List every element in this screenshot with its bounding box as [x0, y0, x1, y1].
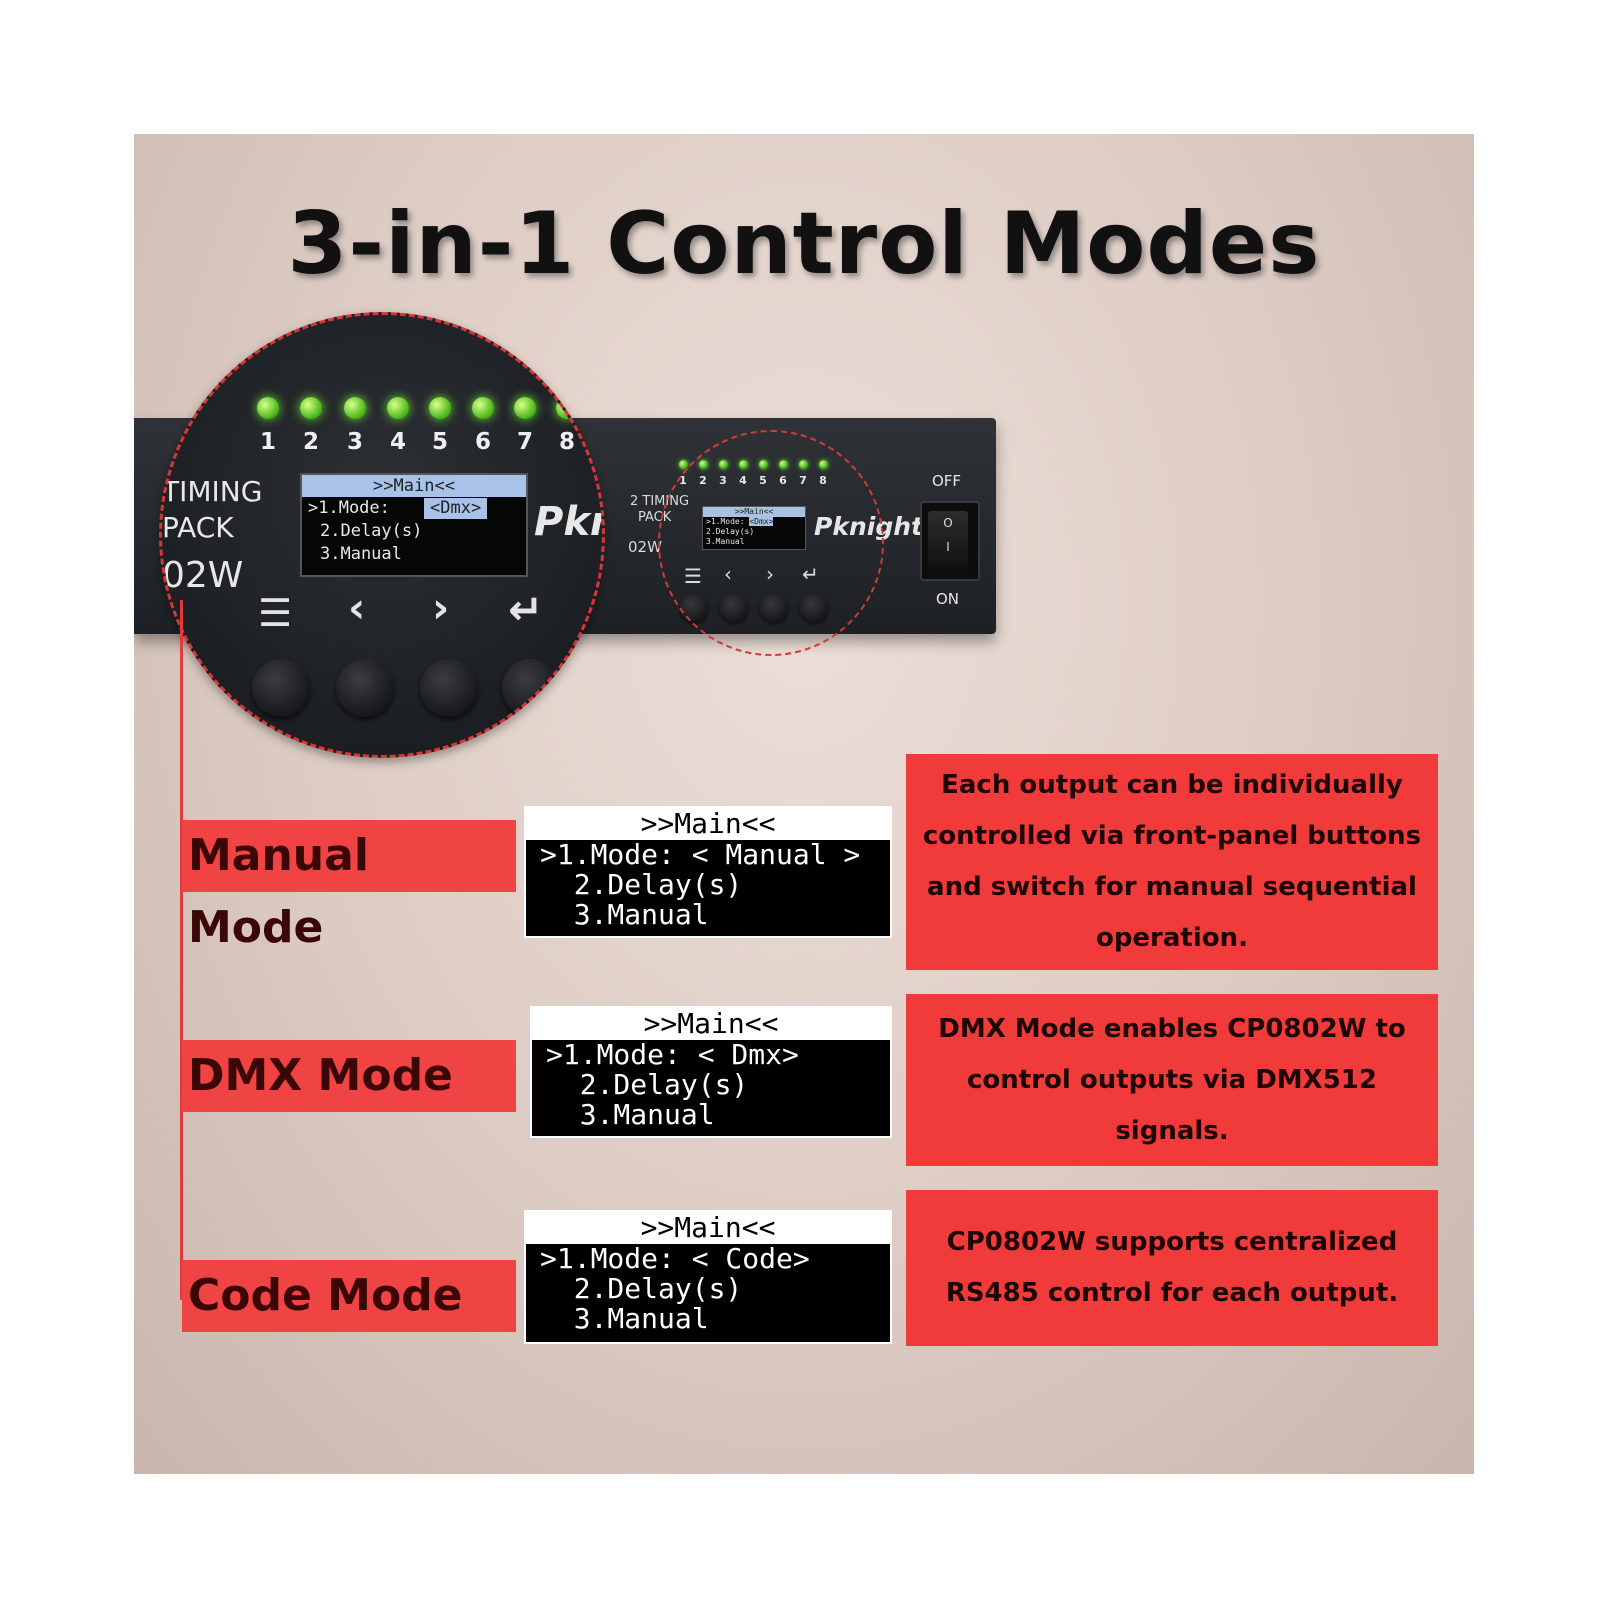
screen-line-manual: 3.Manual	[546, 1098, 715, 1131]
zoom-brand-logo: Pkn	[534, 499, 602, 545]
switch-off-label: OFF	[932, 472, 962, 490]
screen-line-delay: 2.Delay(s)	[546, 1068, 749, 1101]
screen-line-mode: >1.Mode: < Dmx>	[546, 1038, 799, 1071]
screen-header: >>Main<<	[532, 1008, 890, 1040]
product-panel: 3-in-1 Control Modes 2 TIMING PACK 02W 1…	[134, 134, 1474, 1474]
mode-description-dmx: DMX Mode enables CP0802W to control outp…	[906, 994, 1438, 1166]
led-indicator	[514, 397, 536, 419]
channel-number: 5	[431, 429, 448, 455]
mode-description-code: CP0802W supports centralized RS485 contr…	[906, 1190, 1438, 1346]
mode-label-dmx: DMX Mode	[182, 1040, 516, 1112]
power-switch-rocker[interactable]: O I	[928, 511, 968, 569]
mode-description-manual: Each output can be individually controll…	[906, 754, 1438, 970]
led-indicator	[344, 397, 366, 419]
screen-line-manual: 3.Manual	[540, 1302, 709, 1335]
screen-line-delay: 2.Delay(s)	[540, 1272, 743, 1305]
highlight-circle	[658, 430, 884, 656]
zoom-label-line2: PACK	[162, 511, 234, 544]
screen-line-mode: >1.Mode: <Dmx>	[302, 497, 526, 520]
mode-screen-code: >>Main<< >1.Mode: < Code> 2.Delay(s) 3.M…	[524, 1210, 892, 1344]
power-switch[interactable]: O I	[920, 501, 980, 581]
device-model-suffix: 02W	[628, 538, 662, 556]
chevron-right-icon: ›	[432, 583, 450, 632]
mode-label-manual: Manual Mode	[182, 820, 516, 953]
channel-number: 8	[558, 429, 575, 455]
mode-screen-dmx: >>Main<< >1.Mode: < Dmx> 2.Delay(s) 3.Ma…	[530, 1006, 892, 1138]
screen-header: >>Main<<	[526, 808, 890, 840]
screen-line-delay: 2.Delay(s)	[540, 868, 743, 901]
zoom-callout: 1 2 3 4 5 6 7 8 TIMING PACK 02W >>Main<<…	[159, 312, 605, 758]
left-button[interactable]	[336, 659, 394, 717]
zoom-oled-screen: >>Main<< >1.Mode: <Dmx> 2.Delay(s) 3.Man…	[300, 473, 528, 577]
connector-line	[180, 600, 183, 1300]
enter-icon: ↵	[508, 585, 544, 634]
led-indicator	[556, 397, 578, 419]
led-indicator	[387, 397, 409, 419]
screen-header: >>Main<<	[526, 1212, 890, 1244]
enter-button[interactable]	[502, 659, 560, 717]
switch-on-label: ON	[936, 590, 960, 608]
screen-line-mode: >1.Mode: < Code>	[540, 1242, 810, 1275]
channel-number: 7	[516, 429, 533, 455]
led-indicator	[300, 397, 322, 419]
chevron-left-icon: ‹	[348, 583, 366, 632]
screen-line-manual: 3.Manual	[320, 544, 402, 564]
screen-line-manual: 3.Manual	[540, 898, 709, 931]
led-indicator	[429, 397, 451, 419]
channel-number: 2	[302, 429, 319, 455]
channel-number: 4	[389, 429, 406, 455]
screen-line-mode: >1.Mode: < Manual >	[540, 838, 861, 871]
screen-line-delay: 2.Delay(s)	[320, 521, 423, 541]
mode-screen-manual: >>Main<< >1.Mode: < Manual > 2.Delay(s) …	[524, 806, 892, 938]
screen-header: >>Main<<	[302, 475, 526, 497]
page-title: 3-in-1 Control Modes	[287, 194, 1321, 294]
menu-icon: ☰	[258, 591, 293, 635]
zoom-label-line1: TIMING	[162, 475, 263, 508]
led-indicator	[257, 397, 279, 419]
screen-mode-value: <Dmx>	[424, 498, 488, 519]
channel-number: 6	[474, 429, 491, 455]
led-indicator	[679, 460, 688, 469]
channel-number: 3	[346, 429, 363, 455]
channel-number: 1	[259, 429, 276, 455]
mode-label-code: Code Mode	[182, 1260, 516, 1332]
zoom-model-suffix: 02W	[162, 555, 244, 596]
led-indicator	[472, 397, 494, 419]
menu-button[interactable]	[252, 659, 310, 717]
right-button[interactable]	[420, 659, 478, 717]
